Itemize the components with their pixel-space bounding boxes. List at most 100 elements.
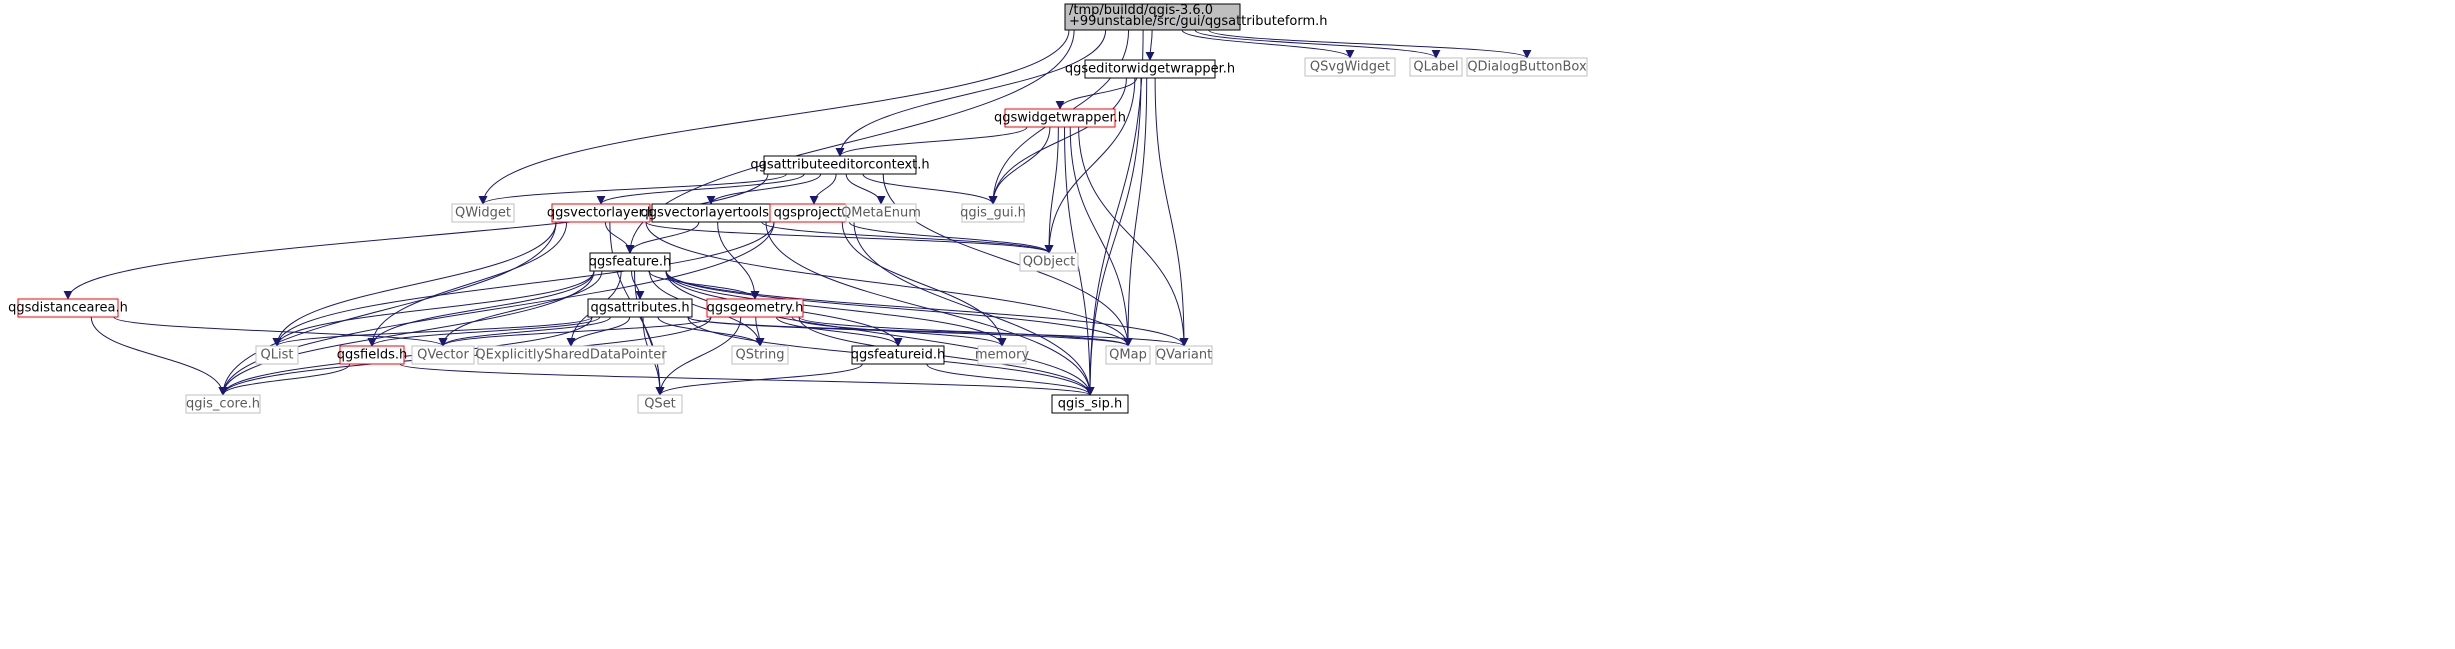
edge-qgsdistancearea-to-qgis_core	[90, 316, 228, 396]
node-box-qgis_core	[185, 394, 261, 414]
edge-qgsgeometry-to-qmap	[798, 316, 1133, 347]
node-label-qlist: QList	[261, 348, 294, 363]
node-label-qgseditorwidgetwrapper: qgseditorwidgetwrapper.h	[1065, 62, 1235, 77]
edge-qgsfeature-to-qvariant	[665, 270, 1189, 347]
edge-qgsattributeeditorcontext-to-qgsvectorlayer	[596, 173, 805, 205]
node-qvector[interactable]: QVector	[411, 345, 475, 365]
edge-qgsfeatureid-to-qset	[655, 363, 863, 396]
edge-qgseditorwidgetwrapper-to-qmap	[1123, 77, 1148, 347]
node-qstring[interactable]: QString	[731, 345, 789, 365]
node-qgis_sip[interactable]: qgis_sip.h	[1051, 394, 1129, 414]
node-qgswidgetwrapper[interactable]: qgswidgetwrapper.h	[994, 108, 1126, 128]
node-qgis_core[interactable]: qgis_core.h	[185, 394, 261, 414]
edge-qgswidgetwrapper-to-qvariant	[1078, 126, 1189, 347]
node-box-qvariant	[1155, 345, 1213, 365]
edge-root-to-qdialogbuttonbox	[1208, 29, 1532, 59]
node-qvariant[interactable]: QVariant	[1155, 345, 1213, 365]
node-box-memory	[977, 345, 1027, 365]
node-label-qgsattributes: qgsattributes.h	[590, 301, 689, 316]
node-qexplicitly[interactable]: QExplicitlySharedDataPointer	[475, 345, 667, 365]
edge-qgsvectorlayertools-to-qgsgeometry	[717, 221, 760, 300]
edge-qgsattributes-to-qvariant	[687, 316, 1189, 347]
edge-root-to-qgsattributeeditorcontext	[835, 29, 1107, 157]
node-qgsgeometry[interactable]: qgsgeometry.h	[706, 298, 804, 318]
node-qgsproject[interactable]: qgsproject.h	[769, 203, 859, 223]
node-qmetaenum[interactable]: QMetaEnum	[841, 203, 921, 223]
node-label-qmetaenum: QMetaEnum	[841, 206, 921, 221]
node-label-qgsdistancearea: qgsdistancearea.h	[8, 301, 128, 316]
edge-qgswidgetwrapper-to-qobject	[1044, 126, 1059, 254]
node-qgis_gui[interactable]: qgis_gui.h	[960, 203, 1026, 223]
edge-qgsattributes-to-qlist	[272, 316, 593, 347]
node-qgsattributes[interactable]: qgsattributes.h	[587, 298, 693, 318]
node-box-qlist	[255, 345, 299, 365]
node-label-qgsvectorlayer: qgsvectorlayer.h	[547, 206, 655, 221]
node-box-qgsfields	[339, 345, 405, 365]
edge-qgsgeometry-to-qstring	[755, 316, 765, 347]
node-label-qgsproject: qgsproject.h	[774, 206, 855, 221]
node-qdialogbuttonbox[interactable]: QDialogButtonBox	[1466, 57, 1588, 77]
node-box-qgsgeometry	[706, 298, 804, 318]
node-box-qvector	[411, 345, 475, 365]
edge-qgseditorwidgetwrapper-to-qvariant	[1154, 77, 1189, 347]
node-label-qwidget: QWidget	[455, 206, 511, 221]
edge-qgsattributeeditorcontext-to-qmap	[882, 173, 1133, 347]
node-label-qgsfeatureid: qgsfeatureid.h	[851, 348, 945, 363]
edge-qgsfeature-to-qlist	[272, 270, 595, 347]
edge-qgsproject-to-qlist	[272, 221, 775, 347]
node-box-qgsfeature	[589, 252, 671, 272]
node-box-qgsattributeeditorcontext	[763, 155, 917, 175]
edge-qgsattributeeditorcontext-to-qgis_gui	[862, 173, 998, 205]
node-qgsdistancearea[interactable]: qgsdistancearea.h	[8, 298, 128, 318]
node-qgsattributeeditorcontext[interactable]: qgsattributeeditorcontext.h	[750, 155, 930, 175]
node-qgsfeature[interactable]: qgsfeature.h	[589, 252, 672, 272]
node-box-root	[1064, 3, 1241, 31]
node-qlabel[interactable]: QLabel	[1409, 57, 1463, 77]
node-qgsvectorlayer[interactable]: qgsvectorlayer.h	[547, 203, 655, 223]
edge-qgsfields-to-qgis_sip	[399, 363, 1095, 396]
node-box-qdialogbuttonbox	[1466, 57, 1588, 77]
edge-qgsattributeeditorcontext-to-qgsdistancearea	[63, 173, 769, 300]
node-label-qvector: QVector	[417, 348, 469, 363]
node-qgsfields[interactable]: qgsfields.h	[337, 345, 407, 365]
node-qgseditorwidgetwrapper[interactable]: qgseditorwidgetwrapper.h	[1065, 59, 1235, 79]
node-memory[interactable]: memory	[975, 345, 1030, 365]
node-root[interactable]: /tmp/buildd/qgis-3.6.0+99unstable/src/gu…	[1064, 3, 1328, 31]
node-label-qexplicitly: QExplicitlySharedDataPointer	[475, 348, 667, 363]
node-label-qgsfeature: qgsfeature.h	[589, 255, 672, 270]
node-qset[interactable]: QSet	[637, 394, 683, 414]
node-label-qsvgwidget: QSvgWidget	[1310, 60, 1390, 75]
edge-qgsattributes-to-qvector	[438, 316, 611, 347]
node-box-qgis_gui	[961, 203, 1025, 223]
node-box-qgsattributes	[587, 298, 693, 318]
edge-qgseditorwidgetwrapper-to-qgis_gui	[988, 77, 1127, 205]
node-label-memory: memory	[975, 348, 1030, 363]
node-box-qstring	[731, 345, 789, 365]
edge-qgsdistancearea-to-qvector	[113, 316, 448, 347]
edge-qgsfeature-to-qgsattributes	[631, 270, 645, 300]
node-label-qgsfields: qgsfields.h	[337, 348, 407, 363]
node-qobject[interactable]: QObject	[1019, 252, 1079, 272]
edge-qgsproject-to-qgis_core	[218, 221, 775, 396]
node-qmap[interactable]: QMap	[1105, 345, 1151, 365]
node-box-qgsvectorlayer	[551, 203, 651, 223]
node-label-qlabel: QLabel	[1413, 60, 1458, 75]
node-qgsfeatureid[interactable]: qgsfeatureid.h	[851, 345, 945, 365]
node-qlist[interactable]: QList	[255, 345, 299, 365]
edge-qgsattributes-to-qexplicitly	[566, 316, 631, 347]
node-layer: /tmp/buildd/qgis-3.6.0+99unstable/src/gu…	[8, 3, 1588, 414]
edge-qgsvectorlayer-to-qgis_core	[218, 221, 557, 396]
edge-qgsproject-to-qobject	[848, 221, 1054, 254]
edge-qgsvectorlayertools-to-qobject	[761, 221, 1054, 254]
node-label-qdialogbuttonbox: QDialogButtonBox	[1467, 60, 1587, 75]
node-qwidget[interactable]: QWidget	[451, 203, 515, 223]
edge-qgsattributes-to-qgis_core	[218, 316, 593, 396]
node-qsvgwidget[interactable]: QSvgWidget	[1304, 57, 1396, 77]
edge-layer	[63, 29, 1532, 396]
node-box-qlabel	[1409, 57, 1463, 77]
edge-root-to-qsvgwidget	[1181, 29, 1355, 59]
node-qgsvectorlayertools[interactable]: qgsvectorlayertools.h	[641, 203, 782, 223]
node-box-qobject	[1019, 252, 1079, 272]
node-label-qgis_sip: qgis_sip.h	[1058, 397, 1122, 412]
